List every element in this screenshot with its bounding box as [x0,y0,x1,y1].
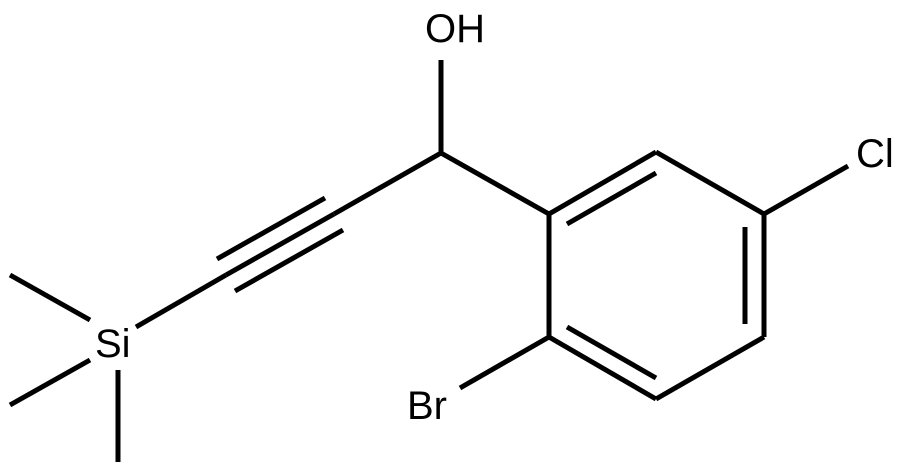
bond-si-methyl-1 [8,272,92,323]
label-bromine: Br [407,384,447,428]
ring-bond-c2-c3 [547,149,658,217]
label-silicon: Si [95,322,131,366]
triple-bond-center [224,211,336,278]
ring-bond-c5-c6 [654,334,766,402]
label-chlorine: Cl [856,132,894,176]
triple-bond-lower [233,227,345,294]
ring-bond-c6-c7 [547,334,658,402]
ring-inner-c6-c7 [565,324,658,381]
bond-c1-ring [439,150,551,217]
bond-si-methyl-2 [8,357,92,408]
bond-alkyne-si [134,272,228,330]
label-hydroxyl: OH [425,7,485,51]
atom-labels: OH Cl Br Si [95,7,894,428]
bond-ring-br [458,334,551,391]
bond-ring-cl [762,163,850,217]
ring-inner-c2-c3 [565,170,658,227]
triple-bond-upper [215,195,327,262]
bonds [8,60,850,462]
ring-bond-c3-c4 [654,149,766,217]
bond-c1-alkyne [332,150,443,217]
